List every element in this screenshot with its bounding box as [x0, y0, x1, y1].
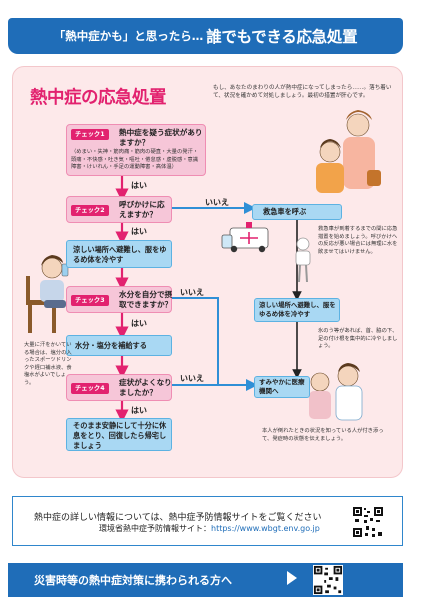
section-title: 熱中症の応急処置: [30, 88, 167, 108]
ambulance-illustration: [221, 222, 269, 253]
check3-yes-label: はい: [131, 319, 147, 328]
footer-text[interactable]: 災害時等の熱中症対策に携わられる方へ: [34, 574, 232, 587]
standing-person-figure: [295, 237, 311, 283]
check4-no-label: いいえ: [180, 374, 204, 383]
qr-code-icon[interactable]: [352, 506, 384, 538]
check4-tag: チェック4: [71, 383, 109, 394]
info-site-line: 環境省熱中症予防情報サイト：https://www.wbgt.env.go.jp: [99, 523, 320, 534]
check4-box: チェック4 症状がよくなりましたか？: [66, 374, 172, 401]
hospital-note: 本人が倒れたときの状況を知っている人が付き添って、発症時の状態を伝えましょう。: [262, 428, 384, 442]
cool-down-box-1: 涼しい場所へ避難し、服をゆるめ体を冷やす: [66, 240, 172, 268]
check3-question: 水分を自分で摂取できますか？: [119, 290, 173, 309]
sweat-note: 大量に汗をかいている場合は、塩分の入ったスポーツドリンクや経口補水液、食塩水がよ…: [24, 342, 72, 386]
check2-tag: チェック2: [71, 205, 109, 216]
cool-down-label-2: 涼しい場所へ避難し、服をゆるめ体を冷やす: [259, 301, 336, 318]
check1-question: 熱中症を疑う症状がありますか？: [119, 128, 203, 147]
info-site-label: 環境省熱中症予防情報サイト：: [99, 524, 211, 533]
arrow-right-icon[interactable]: [287, 571, 297, 585]
nurse-illustration: [309, 363, 363, 421]
check1-box: チェック1 熱中症を疑う症状がありますか？ （めまい・失神・筋肉痛・筋肉の硬直・…: [66, 124, 206, 176]
check2-question: 呼びかけに応えますか？: [119, 200, 165, 219]
check4-question: 症状がよくなりましたか？: [119, 378, 172, 397]
check3-no-label: いいえ: [180, 288, 204, 297]
check3-box: チェック3 水分を自分で摂取できますか？: [66, 286, 172, 313]
rest-label: そのまま安静にして十分に休息をとり、回復したら帰宅しましょう: [73, 421, 167, 450]
caregiver-illustration: [316, 110, 381, 193]
check4-yes-label: はい: [131, 406, 147, 415]
hydrate-box: 水分・塩分を補給する: [66, 335, 172, 356]
cool-down-label-1: 涼しい場所へ避難し、服をゆるめ体を冷やす: [73, 245, 167, 264]
ambulance-note: 救急車が到着するまでの間に応急措置を始めましょう。呼びかけへの反応が悪い場合には…: [318, 226, 398, 255]
header-banner: 「熱中症かも」と思ったら… 誰でもできる応急処置: [8, 18, 403, 54]
check2-no-label: いいえ: [205, 198, 229, 207]
check2-yes-label: はい: [131, 227, 147, 236]
hydrate-label: 水分・塩分を補給する: [75, 341, 147, 350]
info-main-text: 熱中症の詳しい情報については、熱中症予防情報サイトをご覧ください: [34, 513, 322, 523]
hospital-box: すみやかに医療機関へ: [254, 376, 310, 398]
check3-tag: チェック3: [71, 295, 109, 306]
check1-symptoms: （めまい・失神・筋肉痛・筋肉の硬直・大量の発汗・頭痛・不快感・吐き気・嘔吐・倦怠…: [71, 149, 199, 170]
call-ambulance-box: 救急車を呼ぶ: [252, 204, 342, 220]
hospital-label: すみやかに医療機関へ: [259, 378, 305, 395]
check1-tag: チェック1: [71, 129, 109, 140]
call-ambulance-label: 救急車を呼ぶ: [263, 207, 307, 216]
footer-qr-code-icon[interactable]: [313, 565, 343, 595]
info-site-url[interactable]: https://www.wbgt.env.go.jp: [211, 524, 320, 533]
check1-yes-label: はい: [131, 181, 147, 190]
info-box: [12, 496, 403, 546]
ice-note: 氷のう等があれば、首、脇の下、足の付け根を集中的に冷やしましょう。: [318, 328, 398, 350]
girl-drinking-illustration: [26, 255, 69, 333]
intro-text: もし、あなたのまわりの人が熱中症になってしまったら……。落ち着いて、状況を確かめ…: [213, 85, 392, 99]
header-lead: 「熱中症かも」と思ったら…: [53, 29, 204, 43]
cool-down-box-2: 涼しい場所へ避難し、服をゆるめ体を冷やす: [254, 298, 340, 322]
header-title: 誰でもできる応急処置: [206, 28, 358, 46]
rest-box: そのまま安静にして十分に休息をとり、回復したら帰宅しましょう: [66, 418, 172, 451]
check2-box: チェック2 呼びかけに応えますか？: [66, 196, 172, 223]
